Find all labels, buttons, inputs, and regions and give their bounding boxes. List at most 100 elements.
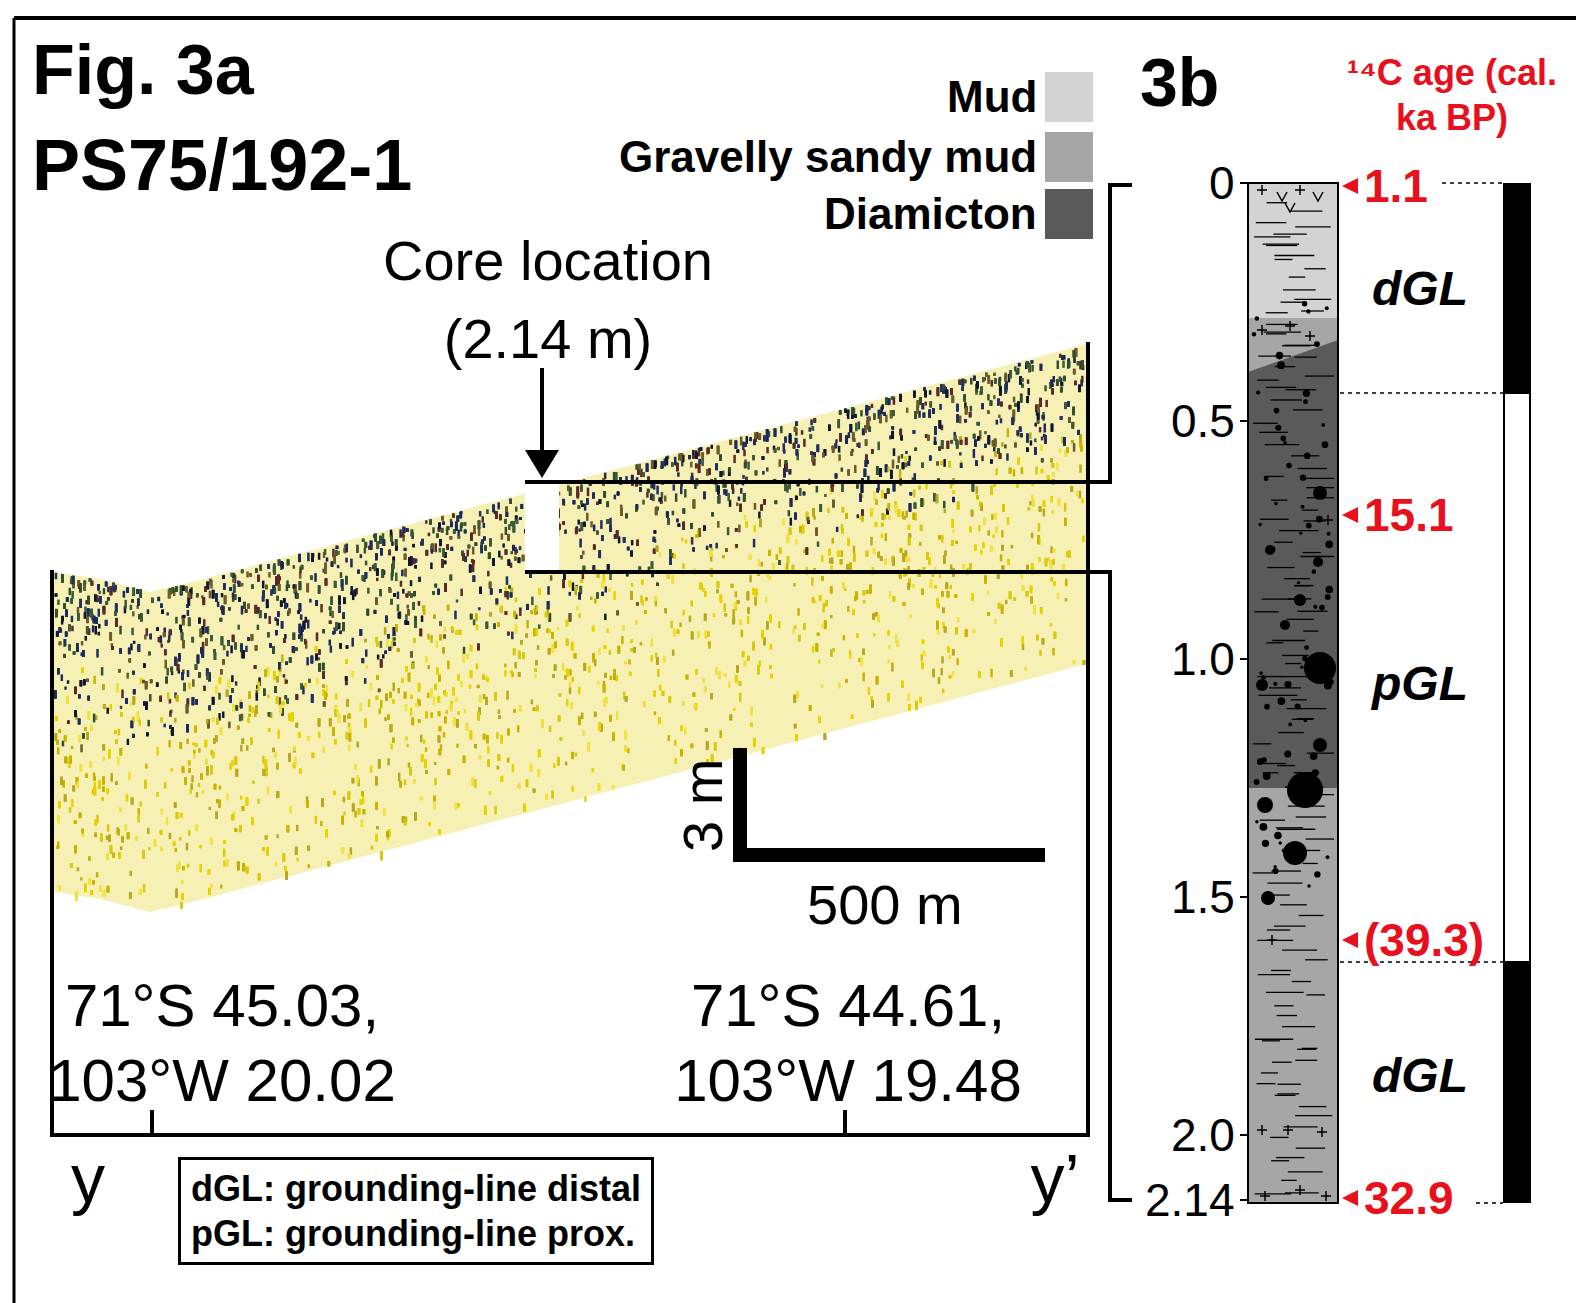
seismic-speck: [500, 556, 503, 560]
seismic-speck: [85, 636, 88, 641]
seismic-speck: [400, 581, 403, 587]
seismic-speck: [1035, 466, 1038, 474]
seismic-speck: [1029, 501, 1032, 505]
seismic-speck: [679, 623, 682, 627]
seismic-speck: [939, 574, 942, 578]
seismic-speck: [1030, 440, 1033, 445]
seismic-speck: [821, 684, 824, 688]
seismic-speck: [609, 518, 612, 526]
seismic-speck: [868, 406, 871, 410]
seismic-speck: [71, 626, 74, 632]
seismic-speck: [824, 494, 827, 497]
seismic-speck: [340, 572, 343, 578]
seismic-speck: [209, 807, 212, 810]
seismic-speck: [740, 488, 743, 494]
seismic-speck: [685, 539, 688, 543]
seismic-speck: [778, 459, 781, 467]
seismic-speck: [486, 509, 489, 514]
seismic-speck: [121, 690, 124, 699]
seismic-speck: [765, 597, 768, 603]
seismic-speck: [120, 706, 123, 709]
seismic-speck: [181, 880, 184, 884]
seismic-speck: [279, 697, 282, 705]
seismic-speck: [96, 649, 99, 658]
seismic-speck: [166, 612, 169, 615]
seismic-speck: [149, 694, 152, 701]
seismic-speck: [399, 529, 402, 537]
seismic-speck: [304, 639, 307, 645]
seismic-speck: [545, 612, 548, 618]
seismic-speck: [778, 621, 781, 628]
seismic-speck: [228, 722, 231, 729]
seismic-speck: [1000, 418, 1003, 423]
seismic-speck: [473, 619, 476, 625]
seismic-speck: [1052, 648, 1055, 655]
seismic-speck: [921, 654, 924, 661]
seismic-speck: [631, 540, 634, 545]
seismic-speck: [139, 802, 142, 807]
seismic-speck: [913, 489, 916, 497]
seismic-speck: [1065, 579, 1068, 586]
seismic-speck: [93, 676, 96, 684]
seismic-speck: [456, 744, 459, 748]
seismic-speck: [586, 513, 589, 521]
seismic-speck: [61, 674, 64, 681]
seismic-speck: [858, 442, 861, 447]
seismic-speck: [229, 763, 232, 771]
seismic-speck: [472, 564, 475, 572]
seismic-speck: [433, 697, 436, 706]
seismic-speck: [780, 426, 783, 433]
seismic-speck: [368, 699, 371, 707]
seismic-speck: [766, 467, 769, 471]
seismic-speck: [117, 757, 120, 765]
seismic-speck: [627, 748, 630, 753]
seismic-speck: [810, 419, 813, 425]
seismic-speck: [1004, 444, 1007, 448]
seismic-speck: [1001, 442, 1004, 447]
seismic-speck: [594, 598, 597, 603]
seismic-speck: [822, 609, 825, 613]
seismic-speck: [77, 607, 80, 614]
seismic-speck: [717, 521, 720, 528]
seismic-speck: [474, 779, 477, 788]
seismic-speck: [582, 551, 585, 555]
seismic-speck: [71, 616, 74, 622]
seismic-speck: [901, 454, 904, 459]
seismic-speck: [855, 423, 858, 432]
seismic-speck: [307, 620, 310, 629]
seismic-speck: [684, 489, 687, 497]
seismic-speck: [1040, 608, 1043, 614]
seismic-speck: [943, 501, 946, 508]
seismic-speck: [126, 794, 128, 802]
seismic-speck: [970, 406, 973, 412]
seismic-speck: [439, 548, 442, 553]
seismic-speck: [391, 641, 394, 648]
seismic-speck: [604, 586, 607, 592]
seismic-speck: [345, 732, 348, 740]
seismic-speck: [943, 459, 946, 467]
seismic-speck: [356, 742, 359, 748]
seismic-speck: [167, 693, 170, 700]
seismic-speck: [732, 609, 735, 618]
seismic-speck: [430, 563, 433, 570]
seismic-speck: [223, 645, 226, 650]
seismic-speck: [130, 605, 133, 610]
seismic-speck: [566, 699, 569, 707]
seismic-speck: [444, 627, 447, 632]
seismic-speck: [103, 588, 106, 594]
seismic-speck: [531, 699, 534, 704]
seismic-speck: [277, 730, 280, 739]
seismic-speck: [193, 753, 196, 759]
seismic-speck: [706, 546, 709, 550]
seismic-speck: [222, 712, 225, 718]
seismic-speck: [187, 670, 190, 677]
seismic-speck: [281, 654, 284, 662]
seismic-speck: [81, 641, 84, 645]
seismic-speck: [830, 615, 833, 618]
seismic-speck: [776, 554, 779, 560]
seismic-speck: [365, 649, 368, 656]
seismic-speck: [795, 539, 798, 544]
seismic-speck: [838, 446, 841, 453]
seismic-speck: [136, 605, 139, 609]
